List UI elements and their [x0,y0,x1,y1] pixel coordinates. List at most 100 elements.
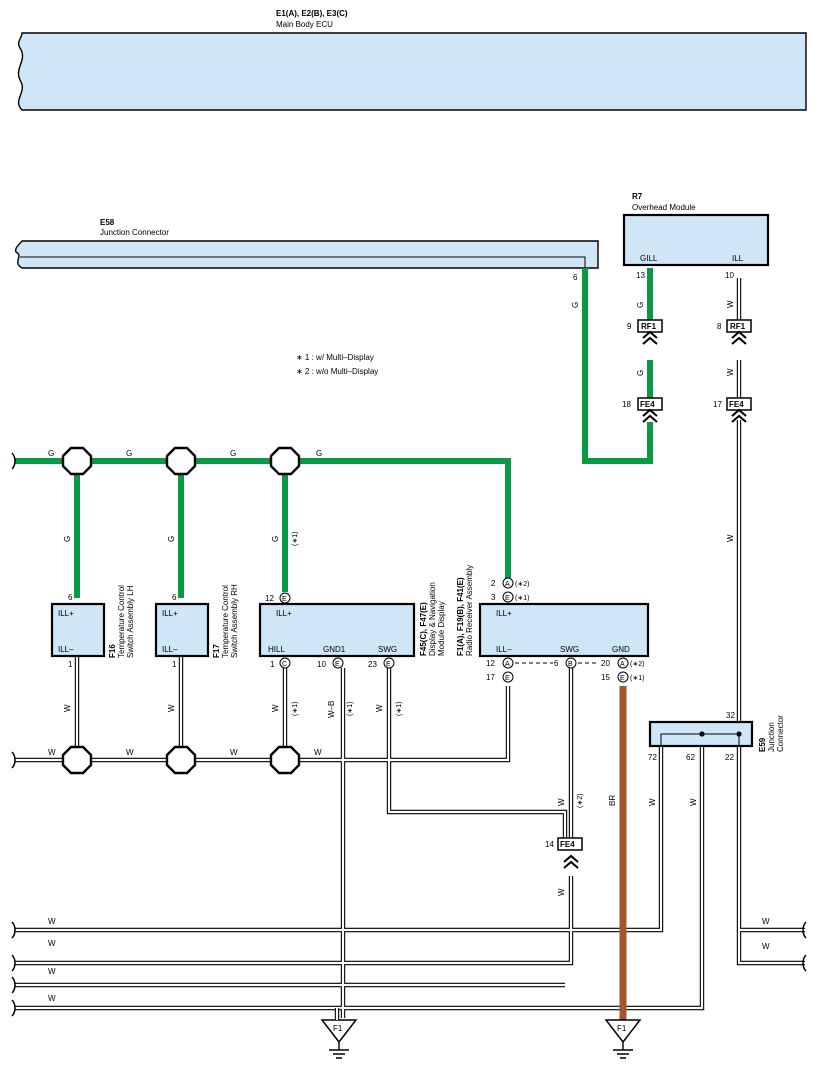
disp-hill-pin: 1 [270,660,275,669]
wl-w-20: W [762,917,770,926]
wl-br: BR [608,795,617,806]
e59-pin-c: 22 [725,753,734,762]
wl-wb: W–B [327,701,336,718]
wl-w-4: W [63,704,72,712]
display-navigation-module: ILL+ HILL GND1 SWG 12 E 1 C 10 E 23 E F4… [258,582,446,669]
radio-ill-minus-pin-e: 17 [486,673,495,682]
wl-n1-gnd1: (∗1) [347,702,354,716]
disp-swg: SWG [378,645,397,654]
radio-ill-minus-pin-a: 12 [486,659,495,668]
f16-name-2: Switch Assembly LH [126,585,135,658]
radio-gnd-pin-e: 15 [601,673,610,682]
disp-top-pin-letter-circle [279,592,291,604]
radio-gnd-letter-a: A [620,661,625,668]
f17-bottom-pin: 1 [172,660,177,669]
wl-w-7: W [375,704,384,712]
wl-g-10: G [271,536,280,542]
disp-id: F45(C), F47(E) [419,602,428,656]
e58-name: Junction Connector [100,228,169,237]
f17-name: Temperature Control [221,585,230,658]
e58-pin: 6 [573,273,578,282]
legend-note-2: ∗ 2 : w/o Multi–Display [296,367,378,376]
radio-top-pin-a: 2 [491,579,496,588]
fe4-swg-label: FE4 [560,840,575,849]
wl-w-6: W [271,704,280,712]
wl-w-12: W [557,798,566,806]
f17-ill-plus: ILL+ [162,609,178,618]
radio-swg: SWG [560,645,579,654]
wl-w-17: W [48,939,56,948]
wire-break-marks [11,452,807,1017]
splice-w-3 [269,745,301,775]
disp-hill-letter: C [282,661,287,668]
f17-id: F17 [212,644,221,658]
radio-gnd-pin-a: 20 [601,659,610,668]
fe4-ill-pin: 17 [713,400,722,409]
splice-g-2 [165,446,197,476]
wl-w-11: W [314,748,322,757]
inline-connectors: RF1 9 RF1 8 FE4 18 FE4 17 FE4 14 [545,319,752,869]
radio-gnd-letter-a-circle [617,657,629,669]
wl-g-8: G [63,536,72,542]
radio-gnd-letter-e: E [620,675,625,682]
radio-receiver-assembly: ILL+ ILL– SWG GND 2 A (∗2) 3 E (∗1) 12 A… [456,565,650,683]
fe4-ill-label: FE4 [729,400,744,409]
disp-top-pin: 12 [265,594,274,603]
f16-ill-plus: ILL+ [58,609,74,618]
wl-w-2: W [726,368,735,376]
radio-top-letter-a: A [505,581,510,588]
f16-temperature-control-lh: ILL+ ILL– 6 1 F16 Temperature Control Sw… [50,585,135,669]
r7-overhead-module: R7 Overhead Module GILL ILL 13 10 [622,192,770,280]
legend: ∗ 1 : w/ Multi–Display ∗ 2 : w/o Multi–D… [296,353,378,376]
disp-ill-plus: ILL+ [276,609,292,618]
e59-pin-top: 32 [726,711,735,720]
radio-ill-minus-letter-e-circle [502,671,514,683]
e59-node-b [736,731,742,737]
fe4-gill-label: FE4 [640,400,655,409]
green-wires [15,268,653,598]
f16-bottom-pin: 1 [68,660,73,669]
f16-id: F16 [108,644,117,658]
wl-w-21: W [762,942,770,951]
r7-gill-label: GILL [640,254,658,263]
f16-top-pin: 6 [68,593,73,602]
disp-top-pin-letter: E [282,596,287,603]
wl-w-19: W [48,994,56,1003]
radio-ill-minus-letter-e: E [505,675,510,682]
radio-top-pin-e: 3 [491,593,496,602]
wl-g-5: G [571,302,580,308]
wire-labels: G G G G G G G G G G (∗1) W W W W W W (∗1… [48,300,770,1003]
disp-gnd1-letter: E [335,661,340,668]
disp-name: Display & Navigation [428,582,437,656]
wl-g-6: G [636,302,645,308]
disp-name-2: Module Display [437,601,446,656]
radio-ill-plus: ILL+ [496,609,512,618]
disp-swg-letter-circle [383,657,395,669]
radio-top-note-a: (∗2) [515,581,529,588]
rf1-gill-label: RF1 [641,322,657,331]
e59-junction-connector: 32 72 62 22 E59 Junction Connector [648,711,785,762]
wl-w-1: W [726,300,735,308]
e59-name-2: Connector [776,715,785,752]
splice-g-3 [269,446,301,476]
radio-swg-letter-circle [565,657,577,669]
wl-g-7: G [636,370,645,376]
wl-w-16: W [48,917,56,926]
wl-n1-g: (∗1) [292,532,299,546]
wl-g-3: G [230,449,236,458]
wl-w-13: W [648,798,657,806]
ecu-name: Main Body ECU [276,20,333,29]
e59-name: Junction [767,722,776,752]
disp-swg-letter: E [386,661,391,668]
wl-w-18: W [48,967,56,976]
wl-w-10: W [230,748,238,757]
radio-gnd-letter-e-circle [617,671,629,683]
wl-g-1: G [48,449,54,458]
wl-n1-swg: (∗1) [396,702,403,716]
splice-w-1 [61,745,93,775]
radio-gnd: GND [612,645,630,654]
f17-name-2: Switch Assembly RH [230,584,239,658]
disp-gnd1-pin: 10 [317,660,326,669]
rf1-gill-pin: 9 [627,322,632,331]
